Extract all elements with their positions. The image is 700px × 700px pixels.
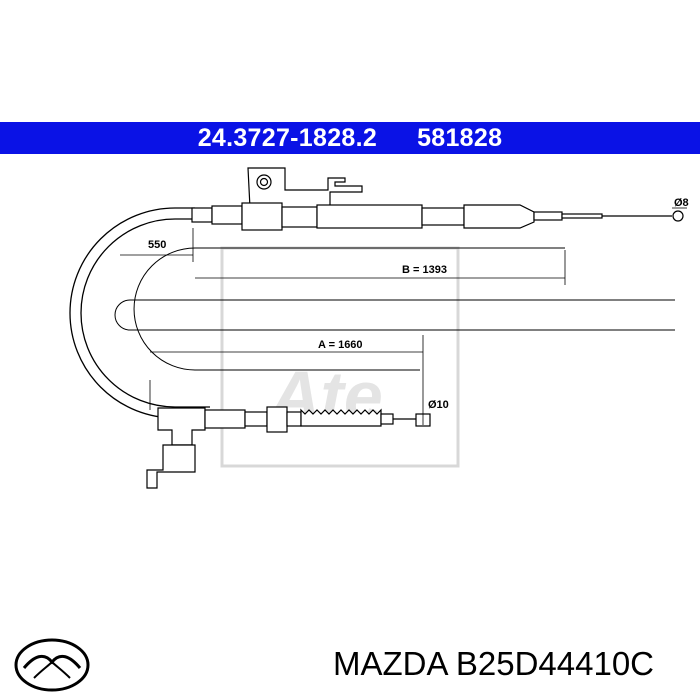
oem-code: B25D44410C — [455, 645, 655, 682]
dimension-a: A = 1660 — [318, 339, 363, 351]
part-label: MAZDA B25D44410C — [333, 645, 654, 683]
part-number: 24.3727-1828.2 — [197, 123, 378, 152]
dimension-b: B = 1393 — [402, 264, 447, 276]
dimension-lines — [120, 207, 687, 425]
title-banner: 24.3727-1828.2 581828 — [0, 122, 700, 154]
diameter-8: Ø8 — [674, 197, 689, 209]
lower-fitting — [146, 406, 431, 489]
diameter-10: Ø10 — [428, 399, 449, 411]
cable-loop — [69, 207, 675, 419]
brand-name: MAZDA — [333, 645, 447, 682]
cable-drawing: Ate — [69, 167, 689, 489]
reference-number: 581828 — [417, 123, 503, 152]
dimension-550: 550 — [148, 239, 166, 251]
mazda-logo-icon — [14, 638, 90, 697]
upper-fitting — [191, 167, 684, 231]
